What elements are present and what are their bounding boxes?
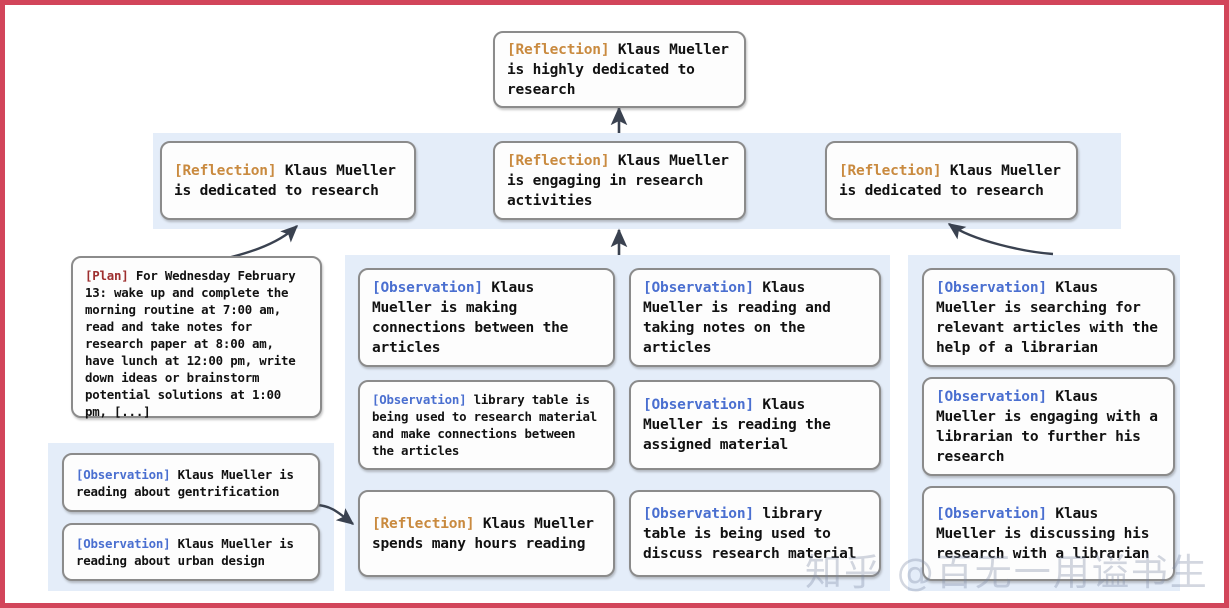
node-text: [Observation] Klaus Mueller is reading a… [76,535,306,569]
node-body: Klaus Mueller is reading about gentrific… [76,466,302,499]
node-body: Klaus Mueller is reading the assigned ma… [643,397,840,453]
node-text: [Observation] Klaus Mueller is reading t… [643,395,867,455]
tag-observation: [Observation] [936,279,1047,296]
node-text: [Reflection] Klaus Mueller spends many h… [372,514,601,554]
node-body: library table is being used to discuss r… [643,505,857,562]
node-reflection-hours-reading[interactable]: [Reflection] Klaus Mueller spends many h… [358,490,615,577]
node-obs-taking-notes[interactable]: [Observation] Klaus Mueller is reading a… [629,268,881,367]
tag-reflection: [Reflection] [372,515,475,532]
tag-reflection: [Reflection] [507,41,610,58]
node-obs-making-connections[interactable]: [Observation] Klaus Mueller is making co… [358,268,615,367]
node-text: [Observation] Klaus Mueller is reading a… [643,278,867,358]
node-obs-library-table-discuss[interactable]: [Observation] library table is being use… [629,490,881,577]
node-text: [Observation] Klaus Mueller is discussin… [936,504,1161,564]
node-body: Klaus Mueller is reading and taking note… [643,279,840,356]
node-obs-discussing-librarian[interactable]: [Observation] Klaus Mueller is discussin… [922,486,1175,581]
node-body: Klaus Mueller is engaging with a librari… [936,388,1167,465]
node-body: Klaus Mueller is searching for relevant … [936,279,1167,356]
tag-reflection: [Reflection] [839,162,942,179]
node-text: [Observation] Klaus Mueller is making co… [372,278,601,358]
node-body: Klaus Mueller is discussing his research… [936,505,1158,562]
node-text: [Reflection] Klaus Mueller is dedicated … [174,161,402,201]
node-plan[interactable]: [Plan] For Wednesday February 13: wake u… [71,256,322,420]
node-text: [Observation] Klaus Mueller is searching… [936,278,1161,358]
node-reflection-dedicated-left[interactable]: [Reflection] Klaus Mueller is dedicated … [160,141,416,220]
node-text: [Observation] Klaus Mueller is reading a… [76,466,306,500]
tag-observation: [Observation] [76,466,171,482]
node-obs-searching-articles[interactable]: [Observation] Klaus Mueller is searching… [922,268,1175,367]
node-reflection-dedicated-right[interactable]: [Reflection] Klaus Mueller is dedicated … [825,141,1078,220]
tag-reflection: [Reflection] [174,162,277,179]
node-obs-library-table-connections[interactable]: [Observation] library table is being use… [358,380,615,470]
node-reflection-engaging-center[interactable]: [Reflection] Klaus Mueller is engaging i… [493,141,746,220]
tag-observation: [Observation] [76,536,171,551]
node-obs-engaging-librarian[interactable]: [Observation] Klaus Mueller is engaging … [922,377,1175,476]
node-text: [Observation] Klaus Mueller is engaging … [936,387,1161,467]
tag-observation: [Observation] [372,392,467,407]
node-body: Klaus Mueller is reading about urban des… [76,536,302,568]
node-text: [Plan] For Wednesday February 13: wake u… [85,267,308,420]
node-text: [Reflection] Klaus Mueller is dedicated … [839,161,1064,201]
tag-plan: [Plan] [85,268,129,283]
tag-observation: [Observation] [643,397,754,413]
node-text: [Observation] library table is being use… [372,391,601,459]
node-top-reflection[interactable]: [Reflection] Klaus Mueller is highly ded… [493,31,746,108]
tag-reflection: [Reflection] [507,152,610,169]
node-body: Klaus Mueller is dedicated to research [174,162,405,199]
node-text: [Reflection] Klaus Mueller is engaging i… [507,151,732,211]
tag-observation: [Observation] [936,388,1047,405]
node-text: [Reflection] Klaus Mueller is highly ded… [507,40,732,100]
node-body: Klaus Mueller is engaging in research ac… [507,152,738,209]
tag-observation: [Observation] [936,505,1047,522]
node-body: Klaus Mueller is making connections betw… [372,279,577,356]
tag-observation: [Observation] [643,505,754,522]
node-obs-urban-design[interactable]: [Observation] Klaus Mueller is reading a… [62,523,320,581]
node-obs-gentrification[interactable]: [Observation] Klaus Mueller is reading a… [62,453,320,512]
node-body: Klaus Mueller is highly dedicated to res… [507,41,738,98]
tag-observation: [Observation] [372,279,483,296]
node-body: Klaus Mueller spends many hours reading [372,515,603,552]
node-body: library table is being used to research … [372,392,605,458]
tag-observation: [Observation] [643,279,754,296]
node-obs-assigned-material[interactable]: [Observation] Klaus Mueller is reading t… [629,380,881,470]
node-text: [Observation] library table is being use… [643,504,867,564]
node-body: For Wednesday February 13: wake up and c… [85,268,303,419]
node-body: Klaus Mueller is dedicated to research [839,162,1070,199]
